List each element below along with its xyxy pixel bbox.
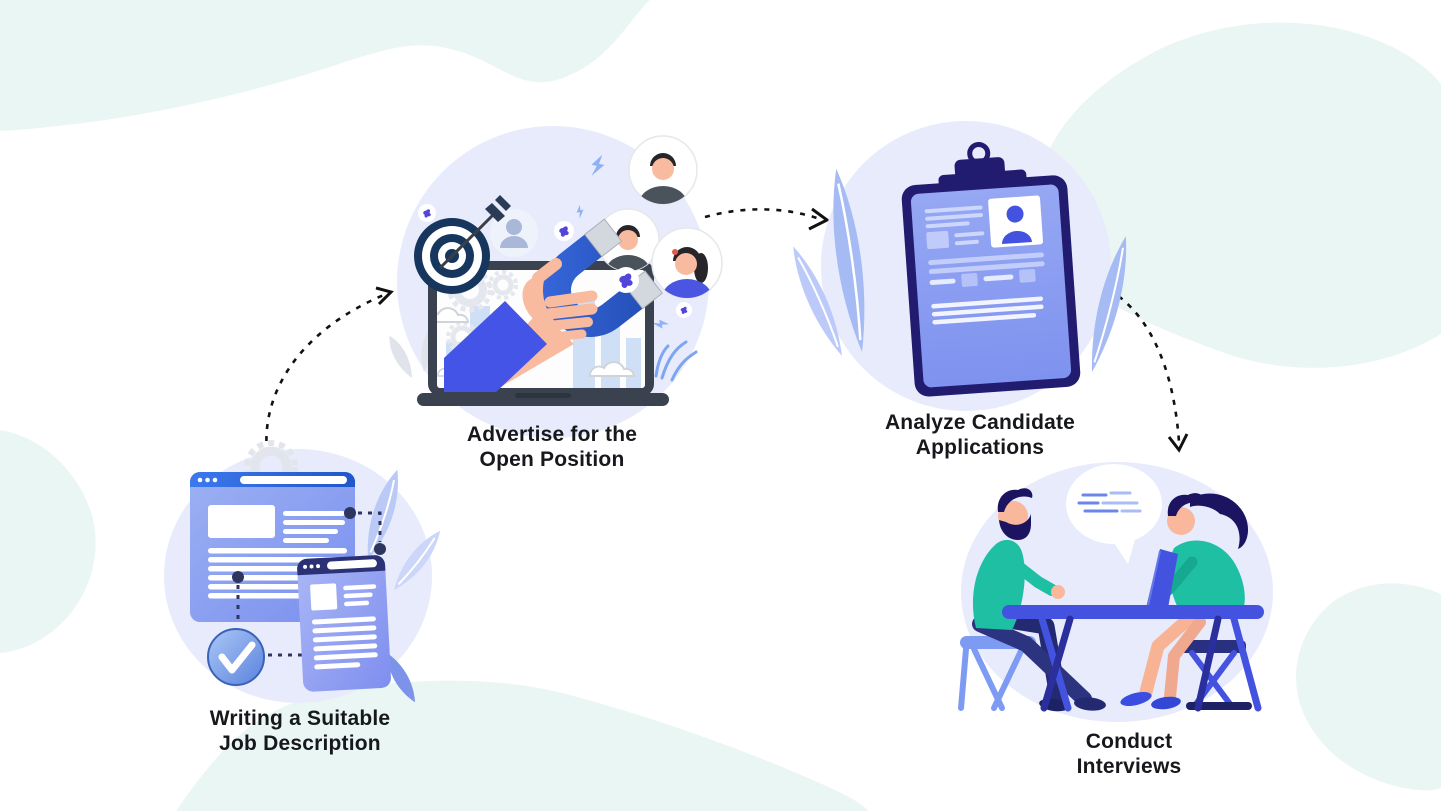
resume-row bbox=[929, 268, 1036, 287]
checkmark-badge-icon bbox=[207, 628, 265, 686]
tablet-icon bbox=[1146, 549, 1178, 608]
background-blob bbox=[1296, 583, 1441, 791]
avatar-icon bbox=[651, 227, 723, 299]
ponytail bbox=[1190, 493, 1249, 549]
arrow-step1-to-step2 bbox=[265, 292, 387, 454]
step2-caption-line1: Advertise for the bbox=[466, 423, 638, 446]
clipboard-icon bbox=[901, 141, 1081, 397]
step1-caption-line2: Job Description bbox=[219, 732, 381, 755]
background-blob bbox=[0, 0, 650, 131]
arrowhead-icon bbox=[808, 207, 830, 231]
step4-caption-line2: Interviews bbox=[1076, 755, 1182, 778]
step3-illustration bbox=[793, 121, 1127, 411]
laptop-base bbox=[417, 393, 669, 406]
step1-caption-line1: Writing a Suitable bbox=[209, 707, 391, 730]
step2-caption: Advertise for the Open Position bbox=[412, 422, 692, 472]
shoe-icon bbox=[1120, 692, 1152, 706]
step1-caption: Writing a Suitable Job Description bbox=[160, 706, 440, 756]
step3-caption-line2: Applications bbox=[915, 436, 1045, 459]
background-blob bbox=[176, 680, 868, 811]
shoe-icon bbox=[1151, 696, 1181, 710]
step3-caption-line1: Analyze Candidate bbox=[884, 411, 1076, 434]
leaf-icon bbox=[367, 469, 398, 560]
table-icon bbox=[1002, 605, 1264, 712]
step4-illustration bbox=[958, 462, 1273, 722]
leaf-icon bbox=[793, 168, 1127, 372]
avatar-icon bbox=[628, 135, 698, 205]
arrow-step2-to-step3 bbox=[704, 208, 821, 221]
step3-caption: Analyze Candidate Applications bbox=[840, 410, 1120, 460]
mobile-page-icon bbox=[297, 555, 391, 692]
hand-fingers bbox=[532, 258, 598, 342]
laptop-notch bbox=[515, 393, 571, 398]
step2-caption-line2: Open Position bbox=[479, 448, 625, 471]
step2-illustration bbox=[389, 126, 723, 438]
target-icon bbox=[414, 195, 511, 294]
arrowhead-icon bbox=[375, 286, 394, 306]
person-bubble-icon bbox=[490, 209, 538, 257]
shoe-icon bbox=[1074, 697, 1106, 711]
candidate-avatars bbox=[596, 135, 723, 299]
background-blob bbox=[0, 430, 96, 653]
speech-bubble-icon bbox=[1066, 464, 1162, 564]
resume-photo-icon bbox=[988, 195, 1044, 248]
grass-icon bbox=[654, 340, 698, 382]
candidate-figure bbox=[1120, 493, 1252, 710]
arrowhead-icon bbox=[1167, 433, 1189, 453]
step1-illustration bbox=[164, 440, 441, 703]
background-blob bbox=[1035, 22, 1441, 368]
resume-block bbox=[926, 230, 950, 250]
leaf-icon bbox=[386, 652, 415, 703]
step4-caption-line1: Conduct bbox=[1085, 730, 1173, 753]
leaf-icon bbox=[394, 530, 441, 590]
step4-caption: Conduct Interviews bbox=[989, 729, 1269, 779]
spark-icon bbox=[418, 204, 692, 318]
avatar-icon bbox=[596, 208, 660, 272]
